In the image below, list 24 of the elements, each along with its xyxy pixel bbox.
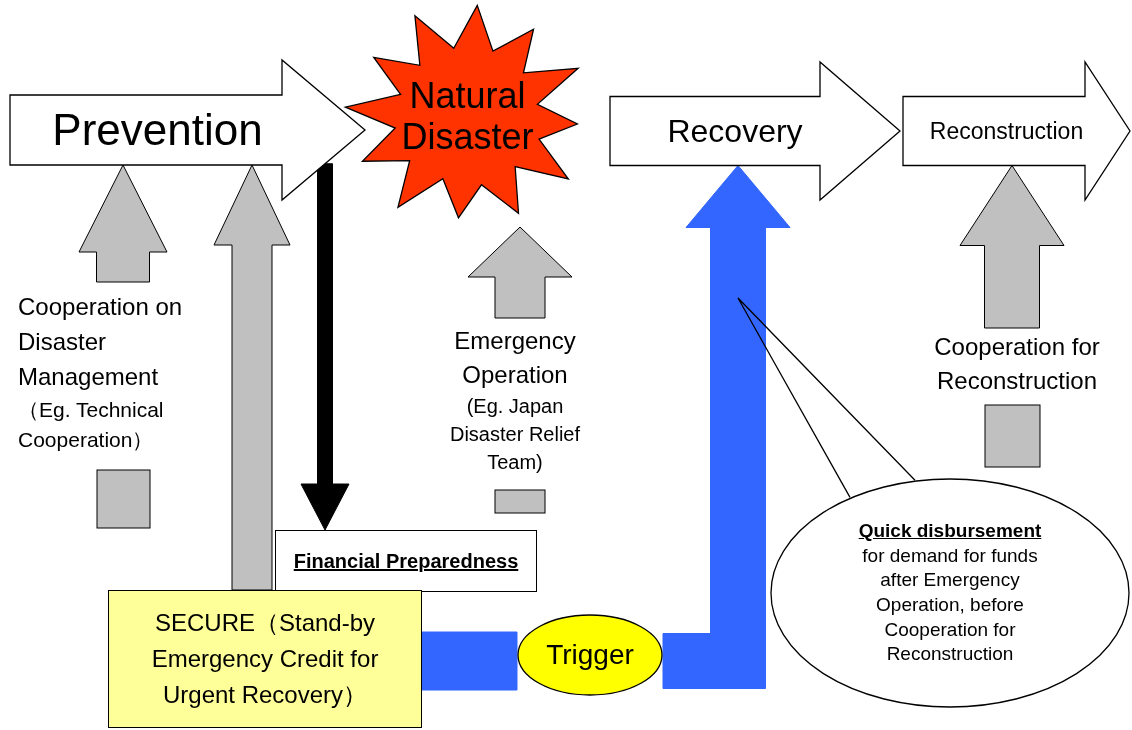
block-arrow-connector bbox=[213, 164, 291, 591]
block-arrow-connector bbox=[662, 165, 791, 689]
support-label: Cooperation for Reconstruction bbox=[933, 332, 1101, 396]
box-label: SECURE（Stand-by Emergency Credit for Urgent Recovery） bbox=[150, 608, 380, 710]
stage-label: Recovery bbox=[667, 112, 803, 150]
block-arrow-connector bbox=[300, 163, 350, 531]
event-label: Natural Disaster bbox=[400, 74, 535, 158]
connector-bar bbox=[421, 631, 518, 691]
callout-text: for demand for funds after Emergency Operation, before Cooperation for Reconstruction bbox=[861, 543, 1039, 667]
block-arrow-connector bbox=[78, 164, 168, 283]
callout-heading: Quick disbursement bbox=[858, 518, 1042, 543]
trigger-label: Trigger bbox=[546, 638, 634, 672]
block-arrow-connector bbox=[959, 165, 1065, 329]
block-arrow-connector bbox=[467, 226, 573, 319]
process-box bbox=[275, 530, 537, 592]
leader-line bbox=[737, 297, 916, 499]
stage-label: Reconstruction bbox=[929, 117, 1084, 145]
support-label: Cooperation on Disaster Management bbox=[18, 292, 184, 392]
support-label: Emergency Operation bbox=[453, 326, 577, 390]
support-label: (Eg. Japan Disaster Relief Team) bbox=[448, 393, 581, 475]
support-label: （Eg. Technical Cooperation） bbox=[18, 396, 165, 454]
stage-label: Prevention bbox=[52, 104, 263, 156]
credit-box bbox=[108, 590, 422, 728]
box-label: Financial Preparedness bbox=[293, 549, 519, 573]
